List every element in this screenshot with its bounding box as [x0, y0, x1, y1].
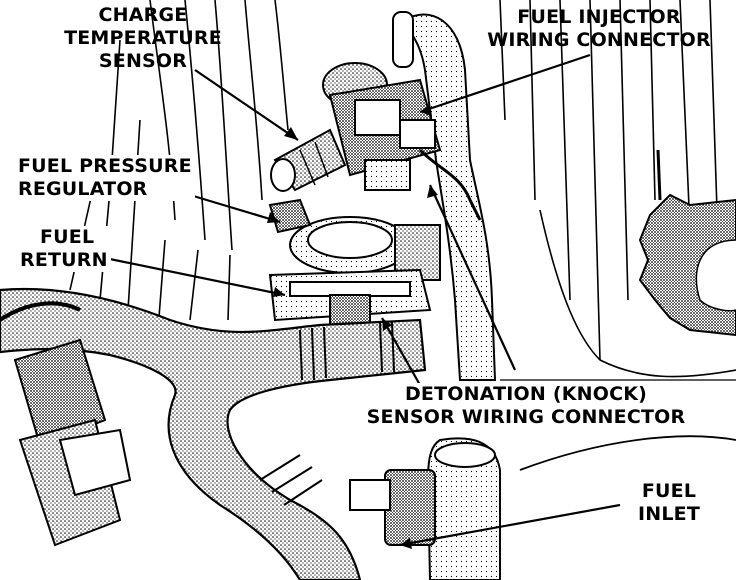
label-line: SENSOR WIRING CONNECTOR — [366, 406, 686, 428]
label-line: REGULATOR — [18, 178, 148, 200]
lower-main-hose — [0, 287, 427, 580]
fuel-return-fitting — [268, 268, 432, 326]
charge-temperature-sensor-part — [270, 128, 347, 192]
label-charge-temperature-sensor: CHARGE TEMPERATURE SENSOR — [58, 4, 228, 73]
label-line: FUEL INJECTOR — [517, 6, 681, 28]
fuel-inlet-fitting — [349, 442, 496, 546]
label-line: WIRING CONNECTOR — [487, 29, 711, 51]
left-wiring-harness — [0, 301, 132, 547]
fuel-pressure-regulator-part — [268, 198, 441, 281]
label-line: CHARGE — [98, 4, 188, 26]
label-fuel-pressure-regulator: FUEL PRESSURE REGULATOR — [15, 155, 195, 201]
throttle-body-cluster — [322, 62, 482, 221]
arrowheads — [267, 104, 438, 549]
label-line: RETURN — [20, 249, 108, 271]
label-line: INLET — [637, 503, 701, 525]
label-line: DETONATION (KNOCK) — [404, 383, 648, 405]
label-detonation-knock-sensor-wiring-connector: DETONATION (KNOCK) SENSOR WIRING CONNECT… — [358, 383, 694, 429]
right-engine-fins — [499, 0, 736, 378]
label-fuel-inlet: FUEL INLET — [626, 480, 712, 526]
leader-lines — [104, 53, 621, 547]
label-line: FUEL PRESSURE — [18, 155, 192, 177]
hose-ridges — [259, 321, 395, 506]
leader-charge-temperature — [194, 69, 299, 141]
label-line: FUEL — [641, 480, 697, 502]
leader-fuel-return — [104, 256, 286, 297]
leader-fuel-inlet — [399, 503, 621, 547]
right-pulley — [638, 149, 736, 337]
label-fuel-return: FUEL RETURN — [17, 226, 111, 272]
label-line: SENSOR — [98, 50, 188, 72]
leader-detonation-2 — [381, 317, 421, 386]
label-line: TEMPERATURE — [64, 27, 222, 49]
top-tube — [392, 11, 414, 68]
fuel-inlet-hose — [426, 437, 501, 580]
leader-fuel-injector — [419, 53, 591, 114]
label-line: FUEL — [40, 226, 95, 248]
leader-detonation-1 — [429, 184, 516, 371]
leader-fuel-pressure — [189, 193, 281, 224]
label-fuel-injector-wiring-connector: FUEL INJECTOR WIRING CONNECTOR — [486, 6, 712, 52]
upper-right-hose — [403, 13, 497, 381]
right-lower-outline — [519, 435, 736, 471]
